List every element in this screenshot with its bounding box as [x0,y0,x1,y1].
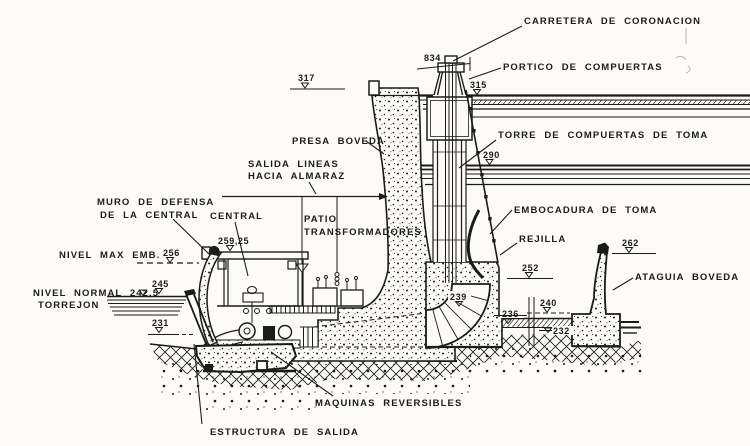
elev-834: 834 [424,53,441,63]
svg-text:259,25: 259,25 [218,236,249,246]
elev-239: 239 [448,291,471,307]
penstock-conduit [297,312,427,348]
riverbed-right [621,321,641,334]
gallery-deck-hatch [269,305,336,314]
elev-290: 290 [483,150,500,166]
label-muro-1: MURO DE DEFENSA [97,197,214,208]
label-carretera: CARRETERA DE CORONACION [524,16,701,27]
svg-text:256: 256 [163,248,180,258]
crest-parapet [368,80,380,96]
powerhouse [201,246,309,357]
label-salida-1: SALIDA LINEAS [248,159,339,170]
svg-text:317: 317 [298,73,315,83]
label-patio-1: PATIO [304,214,337,225]
generator-housing [242,292,264,303]
arrester-icon [295,263,309,273]
svg-text:236: 236 [502,309,519,319]
upper-bank-lines [419,94,750,118]
elev-259-25: 259,25 [218,236,249,252]
label-presa: PRESA BOVEDA [292,136,385,147]
svg-text:290: 290 [483,150,500,160]
svg-text:231: 231 [152,318,169,328]
scan-artifacts [675,28,691,74]
label-nivel-normal: NIVEL NORMAL 242,5 [33,288,159,299]
label-patio-2: TRANSFORMADORES [304,227,422,238]
svg-text:240: 240 [540,298,557,308]
elevation-markers: 317 834 315 290 262 252 256 259,25 [148,53,656,336]
svg-text:252: 252 [522,263,539,273]
cofferdam [571,242,641,347]
tower-walls [432,140,467,262]
inclined-rack [465,89,499,264]
elev-245: 245 [152,279,169,295]
transformer-1 [312,275,338,307]
elev-231: 231 [148,318,196,335]
mid-bank-lines [421,164,750,186]
label-ataguia: ATAGUIA BOVEDA [635,272,739,283]
svg-text:239: 239 [450,292,467,302]
label-maquinas: MAQUINAS REVERSIBLES [315,398,462,409]
intake-bellmouth-lip [466,209,485,280]
label-central: CENTRAL [210,211,263,222]
label-rejilla: REJILLA [519,234,566,245]
label-torrejon: TORREJON [38,300,99,311]
elev-256: 256 [163,248,180,264]
svg-text:232: 232 [553,326,570,336]
elev-315: 315 [470,80,487,96]
transformer-2 [340,276,364,307]
leader-lines [172,25,634,425]
label-torre: TORRE DE COMPUERTAS DE TOMA [498,130,708,141]
svg-text:245: 245 [152,279,169,289]
annotation-labels: CARRETERA DE CORONACION PORTICO DE COMPU… [33,16,739,438]
gate-stems [445,63,457,283]
crane-rail-right [287,260,297,270]
level-marker-242-5 [138,289,148,297]
crane-rail-left [217,260,227,270]
transformer-yard [222,193,388,314]
crest-dimension [416,57,471,71]
elev-262: 262 [612,238,656,254]
label-muro-2: DE LA CENTRAL [100,210,198,221]
elev-236: 236 [494,309,527,325]
label-estructura: ESTRUCTURA DE SALIDA [210,427,359,438]
normal-water-level-lines [107,295,187,316]
label-nivel-max: NIVEL MAX EMB. [59,250,160,261]
label-salida-2: HACIA ALMARAZ [248,171,345,182]
portico-frame [433,55,467,96]
gate-tower [426,55,473,283]
svg-text:262: 262 [622,238,639,248]
label-embocadura: EMBOCADURA DE TOMA [514,205,657,216]
outlet-structure [184,289,298,374]
svg-text:315: 315 [470,80,487,90]
transmission-arrowhead [379,193,388,200]
elev-252: 252 [507,263,553,279]
elev-240: 240 [540,298,557,313]
label-portico: PORTICO DE COMPUERTAS [503,62,663,73]
elev-232: 232 [539,326,575,336]
elev-317: 317 [290,73,345,90]
turbine-unit [238,302,293,340]
